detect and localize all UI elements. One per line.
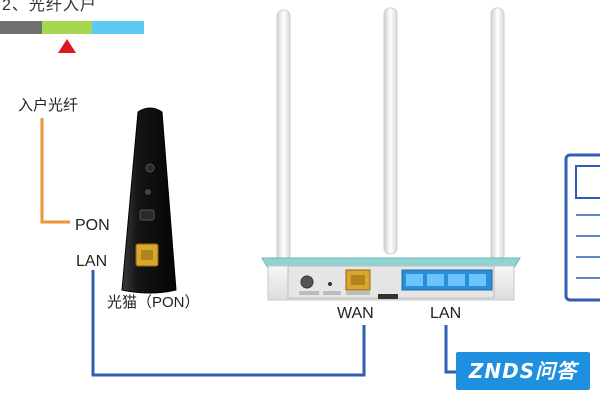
modem-lan-label: LAN [76, 253, 108, 270]
pon-port-label: PON [75, 217, 110, 234]
position-marker-arrow [58, 39, 76, 53]
fiber-cable [40, 118, 70, 224]
modem-label: 光猫（PON） [107, 294, 200, 311]
color-bar-segment-blue [92, 21, 144, 34]
page-title: 2、光纤入户 [2, 0, 97, 14]
color-bar-segment-green [42, 21, 92, 34]
router-antennas [276, 7, 505, 263]
router-lan-ports [401, 269, 493, 291]
router-wan-label: WAN [337, 305, 374, 322]
ethernet-cable-modem-to-wan [91, 270, 366, 377]
computer-tower [564, 153, 600, 302]
color-bar-segment-gray [0, 21, 42, 34]
wifi-router [261, 257, 521, 301]
router-lan-label: LAN [430, 305, 462, 322]
optical-modem [121, 107, 177, 294]
fiber-in-label: 入户光纤 [18, 97, 79, 114]
watermark-logo: ZNDS问答 [456, 352, 590, 390]
